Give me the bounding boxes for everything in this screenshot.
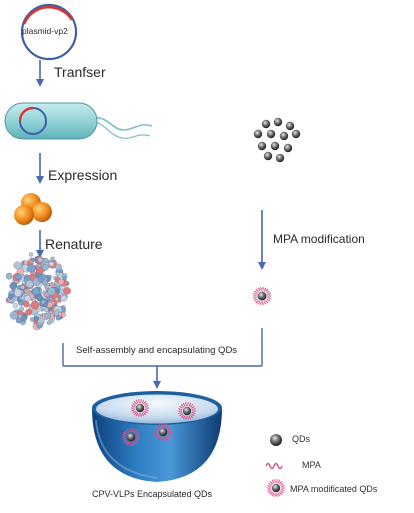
step-renature-label: Renature <box>45 236 103 252</box>
legend-mpa-icon <box>265 462 283 470</box>
qd-particle <box>279 131 289 141</box>
legend-qd-icon <box>270 434 282 446</box>
protein-subunit-icon <box>14 193 52 225</box>
encapsulated-qd <box>122 428 140 446</box>
qd-particle <box>285 121 295 131</box>
qd-particle <box>253 129 263 139</box>
qd-particle <box>275 153 285 163</box>
qd-particle <box>257 141 267 151</box>
merge-bracket <box>62 328 263 389</box>
qd-particle <box>273 117 283 127</box>
qd-particle <box>261 119 271 129</box>
capsid-protein-icon <box>5 252 71 331</box>
qd-particle <box>291 129 301 139</box>
plasmid-label: plasmid-vp2 <box>22 26 68 36</box>
legend-qds-label: QDs <box>292 434 310 444</box>
step-self-assembly-label: Self-assembly and encapsulating QDs <box>76 345 238 356</box>
step-mpa-modification-label: MPA modification <box>273 232 365 246</box>
encapsulated-qds <box>122 399 196 446</box>
bacterium-icon <box>4 102 153 140</box>
plasmid-icon <box>20 3 78 61</box>
qd-particle <box>283 143 293 153</box>
qd-particle <box>263 151 273 161</box>
mpa-qd-icon <box>252 286 272 306</box>
encapsulated-qd <box>131 399 149 417</box>
qd-cluster-icon <box>253 117 301 163</box>
legend-mpa-label: MPA <box>302 460 321 470</box>
qd-particle <box>266 129 276 139</box>
qd-particle <box>270 141 280 151</box>
legend-mpa-qd-particle <box>267 479 285 497</box>
result-label: CPV-VLPs Encapsulated QDs <box>92 489 213 499</box>
encapsulated-qd <box>178 402 196 420</box>
encapsulated-qd <box>154 423 172 441</box>
legend-mpa-qd-icon <box>267 479 285 497</box>
step-expression-label: Expression <box>48 167 118 183</box>
step-transfer-label: Tranfser <box>54 64 106 80</box>
vlp-bowl-icon <box>92 391 222 482</box>
legend-mpa-qds-label: MPA modificated QDs <box>290 484 378 494</box>
mpa-qd-particle <box>252 286 272 306</box>
